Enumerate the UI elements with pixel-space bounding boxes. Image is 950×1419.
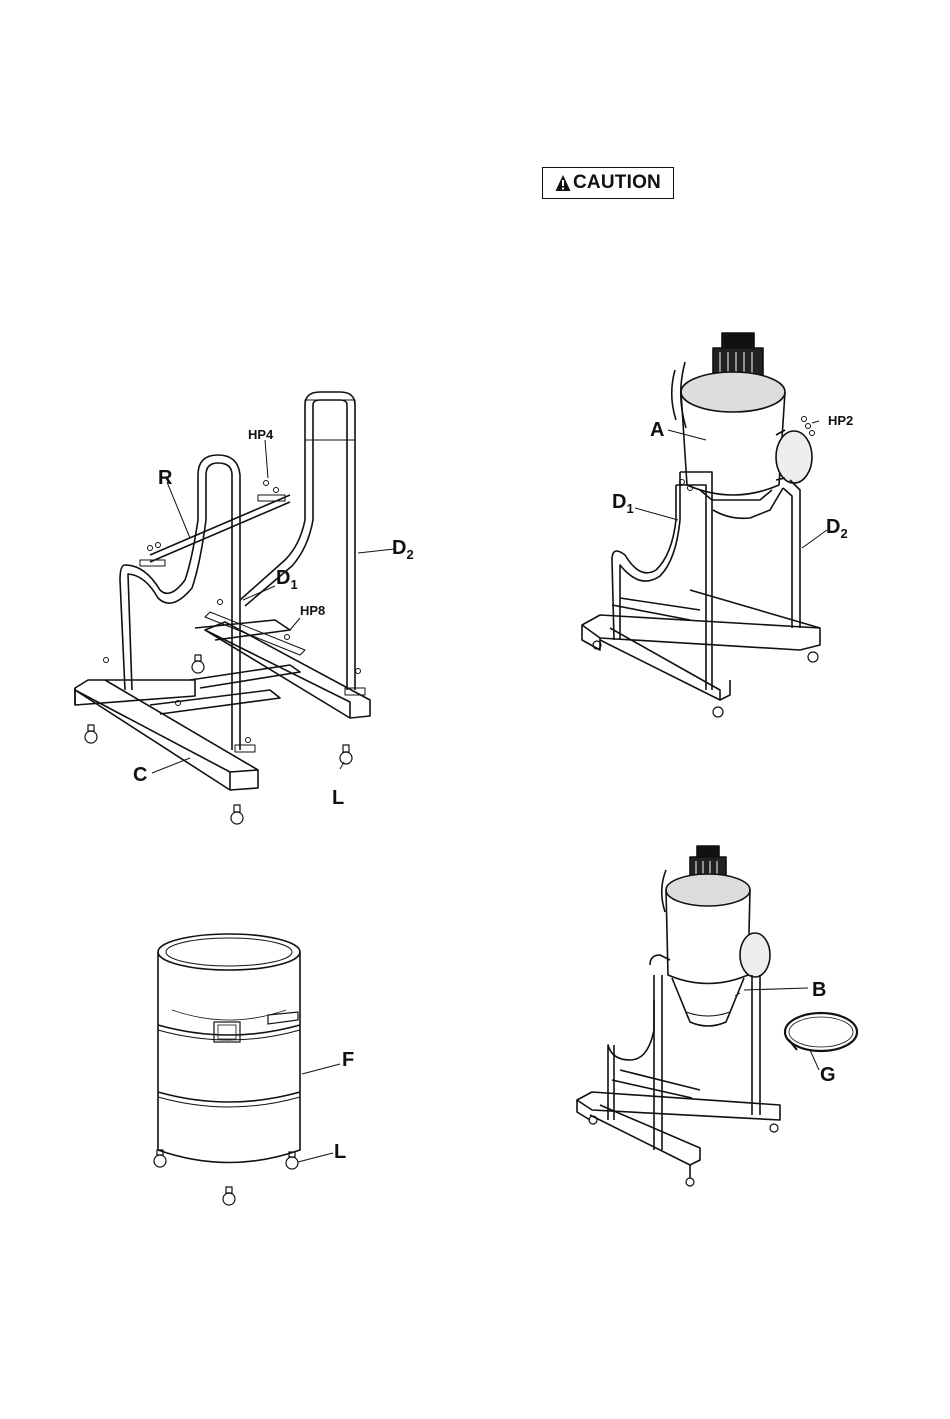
label-g: G [820,1065,836,1085]
label-b: B [812,980,826,1000]
